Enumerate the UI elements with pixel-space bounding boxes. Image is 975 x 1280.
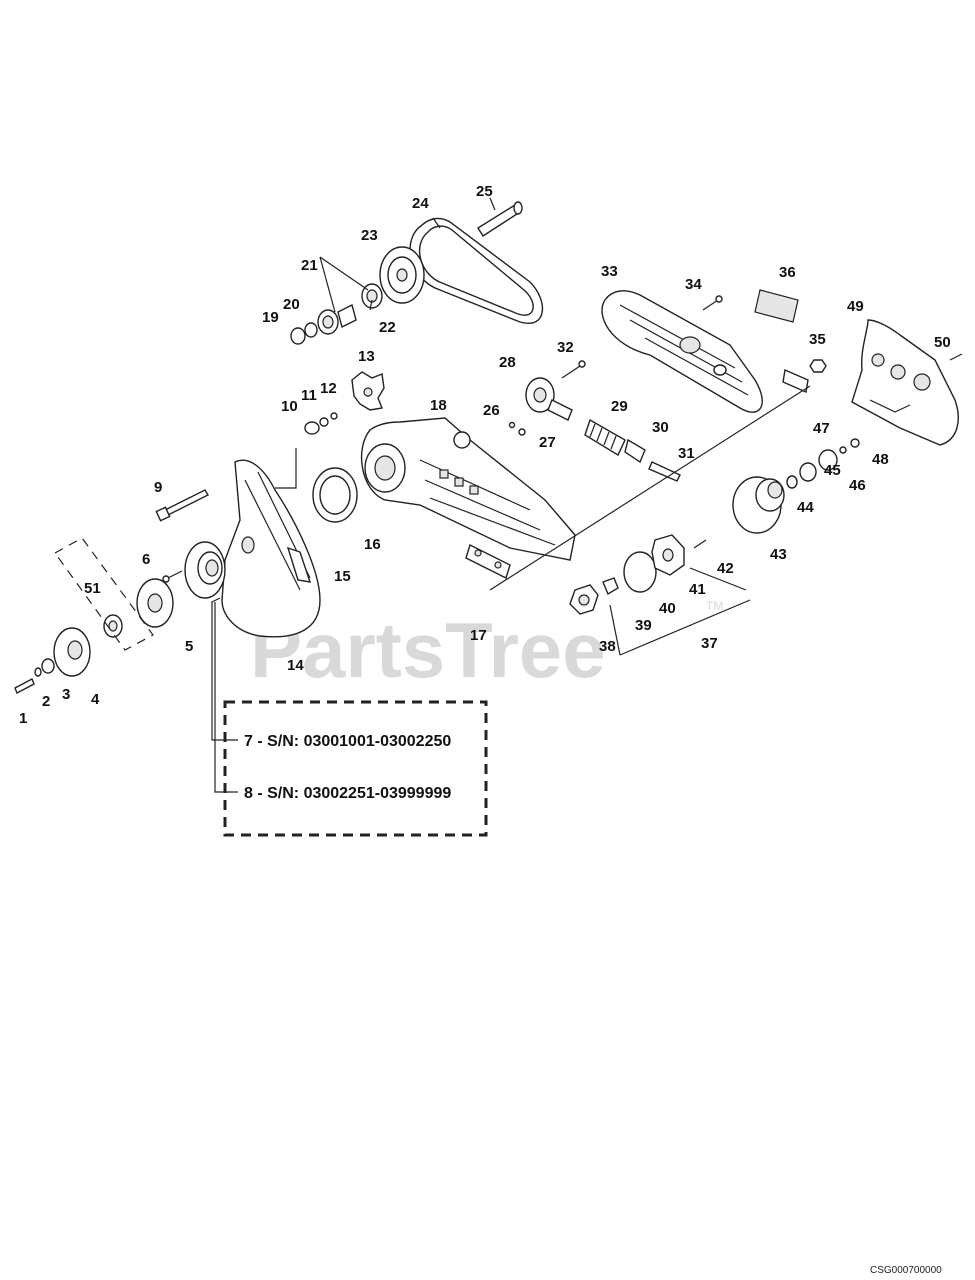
part-drawing-knob xyxy=(351,371,385,411)
watermark-trademark: TM xyxy=(706,599,723,613)
part-drawing-bolt-1 xyxy=(14,678,35,694)
callout-22: 22 xyxy=(379,319,396,336)
dashed-group-box-51 xyxy=(54,537,154,651)
callout-3: 3 xyxy=(62,686,70,703)
callout-2: 2 xyxy=(42,693,50,710)
callout-33: 33 xyxy=(601,263,618,280)
callout-48: 48 xyxy=(872,451,889,468)
part-drawing-belt-cover xyxy=(601,290,763,413)
callout-37: 37 xyxy=(701,635,718,652)
part-drawing-ring xyxy=(312,467,358,523)
callout-21: 21 xyxy=(301,257,318,274)
callout-28: 28 xyxy=(499,354,516,371)
callout-51: 51 xyxy=(84,580,101,597)
part-drawing-belt xyxy=(409,217,544,325)
callout-labels: 1 2 3 4 5 6 9 10 11 12 13 14 15 16 17 18… xyxy=(19,183,951,727)
callout-1: 1 xyxy=(19,710,27,727)
part-drawing-plate xyxy=(782,369,809,393)
callout-17: 17 xyxy=(470,627,487,644)
callout-39: 39 xyxy=(635,617,652,634)
callout-49: 49 xyxy=(847,298,864,315)
callout-24: 24 xyxy=(412,195,429,212)
part-drawing-outer-flange xyxy=(53,627,91,677)
part-drawing-bolt xyxy=(155,489,209,522)
callout-14: 14 xyxy=(287,657,304,674)
part-drawing-bearings xyxy=(290,283,383,345)
callout-19: 19 xyxy=(262,309,279,326)
callout-4: 4 xyxy=(91,691,100,708)
serial-note-7: 7 - S/N: 03001001-03002250 xyxy=(244,733,451,750)
callout-30: 30 xyxy=(652,419,669,436)
part-drawing-washer-3 xyxy=(41,658,55,674)
callout-12: 12 xyxy=(320,380,337,397)
part-drawing-clutch-drum xyxy=(732,476,785,534)
callout-47: 47 xyxy=(813,420,830,437)
callout-25: 25 xyxy=(476,183,493,200)
callout-29: 29 xyxy=(611,398,628,415)
callout-44: 44 xyxy=(797,499,814,516)
part-drawing-tensioner xyxy=(508,360,681,482)
part-drawing-screw-34 xyxy=(702,295,723,311)
part-drawing-pulley xyxy=(379,246,425,304)
part-drawing-screw-6 xyxy=(162,570,183,583)
part-drawing-shaft xyxy=(477,201,523,237)
callout-15: 15 xyxy=(334,568,351,585)
callout-31: 31 xyxy=(678,445,695,462)
leader-lines xyxy=(211,197,811,793)
part-drawing-guard xyxy=(851,319,959,446)
callout-11: 11 xyxy=(301,387,317,404)
part-drawing-clutch xyxy=(569,534,707,615)
callout-18: 18 xyxy=(430,397,447,414)
callout-40: 40 xyxy=(659,600,676,617)
callout-42: 42 xyxy=(717,560,734,577)
part-drawing-nut-35 xyxy=(809,359,827,373)
callout-5: 5 xyxy=(185,638,193,655)
part-drawing-washer-51 xyxy=(103,614,123,638)
part-drawing-cutting-arm xyxy=(360,417,576,561)
callout-46: 46 xyxy=(849,477,866,494)
callout-6: 6 xyxy=(142,551,150,568)
part-drawing-screw-50 xyxy=(949,353,963,361)
callout-23: 23 xyxy=(361,227,378,244)
callout-38: 38 xyxy=(599,638,616,655)
diagram-code: CSG000700000 xyxy=(870,1265,942,1276)
callout-20: 20 xyxy=(283,296,300,313)
callout-36: 36 xyxy=(779,264,796,281)
part-drawing-clutch-bearings xyxy=(786,438,860,489)
part-drawing-flange xyxy=(184,541,226,599)
part-drawing-decal-36 xyxy=(754,289,799,323)
callout-35: 35 xyxy=(809,331,826,348)
part-drawing-blade-guard xyxy=(221,459,321,638)
callout-41: 41 xyxy=(689,581,706,598)
callout-10: 10 xyxy=(281,398,298,415)
part-drawing-washers xyxy=(304,412,338,435)
serial-note-8: 8 - S/N: 03002251-03999999 xyxy=(244,785,451,802)
part-drawing-washer-2 xyxy=(34,667,42,677)
callout-13: 13 xyxy=(358,348,375,365)
callout-34: 34 xyxy=(685,276,702,293)
callout-26: 26 xyxy=(483,402,500,419)
part-drawing-flange-5 xyxy=(136,578,174,628)
callout-45: 45 xyxy=(824,462,841,479)
callout-50: 50 xyxy=(934,334,951,351)
callout-43: 43 xyxy=(770,546,787,563)
callout-16: 16 xyxy=(364,536,381,553)
callout-9: 9 xyxy=(154,479,162,496)
serial-notes-box xyxy=(223,700,488,837)
part-drawing-bracket xyxy=(465,544,511,579)
callout-32: 32 xyxy=(557,339,574,356)
callout-27: 27 xyxy=(539,434,556,451)
